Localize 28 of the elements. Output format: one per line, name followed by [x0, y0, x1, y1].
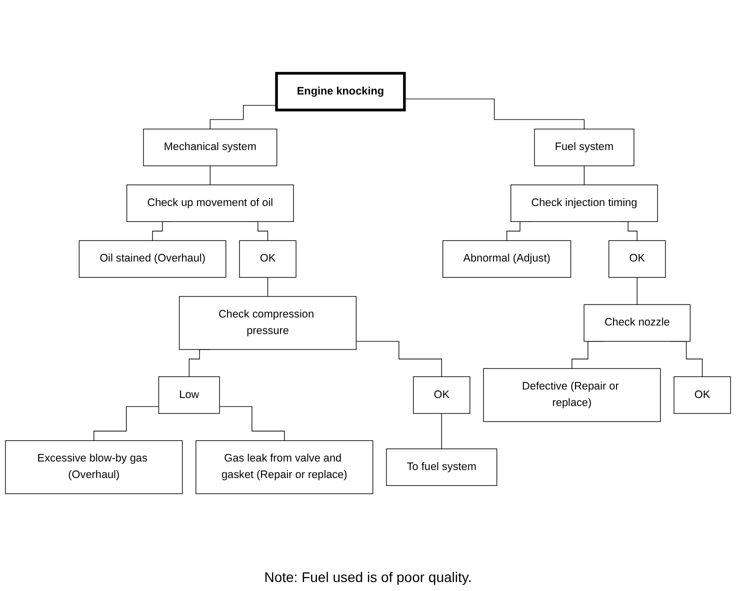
connector: [584, 165, 585, 186]
node-box: Gas leak from valve and gasket (Repair or replace): [196, 440, 374, 494]
node-box: Defective (Repair or replace): [483, 368, 661, 422]
node-box: Excessive blow-by gas (Overhaul): [5, 440, 183, 494]
node-box: Abnormal (Adjust): [442, 240, 572, 278]
node-box: Fuel system: [534, 128, 634, 166]
node-box: Check nozzle: [584, 304, 691, 342]
connector: [267, 277, 268, 297]
node-box: Check up movement of oil: [126, 184, 294, 222]
node-box: Engine knocking: [275, 72, 406, 112]
connector: [219, 406, 285, 441]
node-box: Mechanical system: [143, 128, 278, 166]
node-box: Check injection timing: [510, 184, 658, 222]
connector: [404, 98, 585, 130]
connector: [636, 277, 638, 305]
node-box: OK: [413, 376, 470, 414]
node-box: Check compression pressure: [178, 296, 357, 350]
node-box: OK: [239, 240, 296, 278]
node-box: Oil stained (Overhaul): [78, 240, 226, 278]
node-box: OK: [674, 376, 731, 414]
connector: [356, 340, 442, 378]
node-box: To fuel system: [386, 448, 498, 486]
node-box: OK: [608, 240, 666, 278]
note-text: Note: Fuel used is of poor quality.: [264, 569, 472, 585]
connector: [210, 105, 277, 130]
node-box: Low: [158, 376, 220, 414]
connector: [94, 406, 160, 441]
connector: [441, 413, 442, 450]
